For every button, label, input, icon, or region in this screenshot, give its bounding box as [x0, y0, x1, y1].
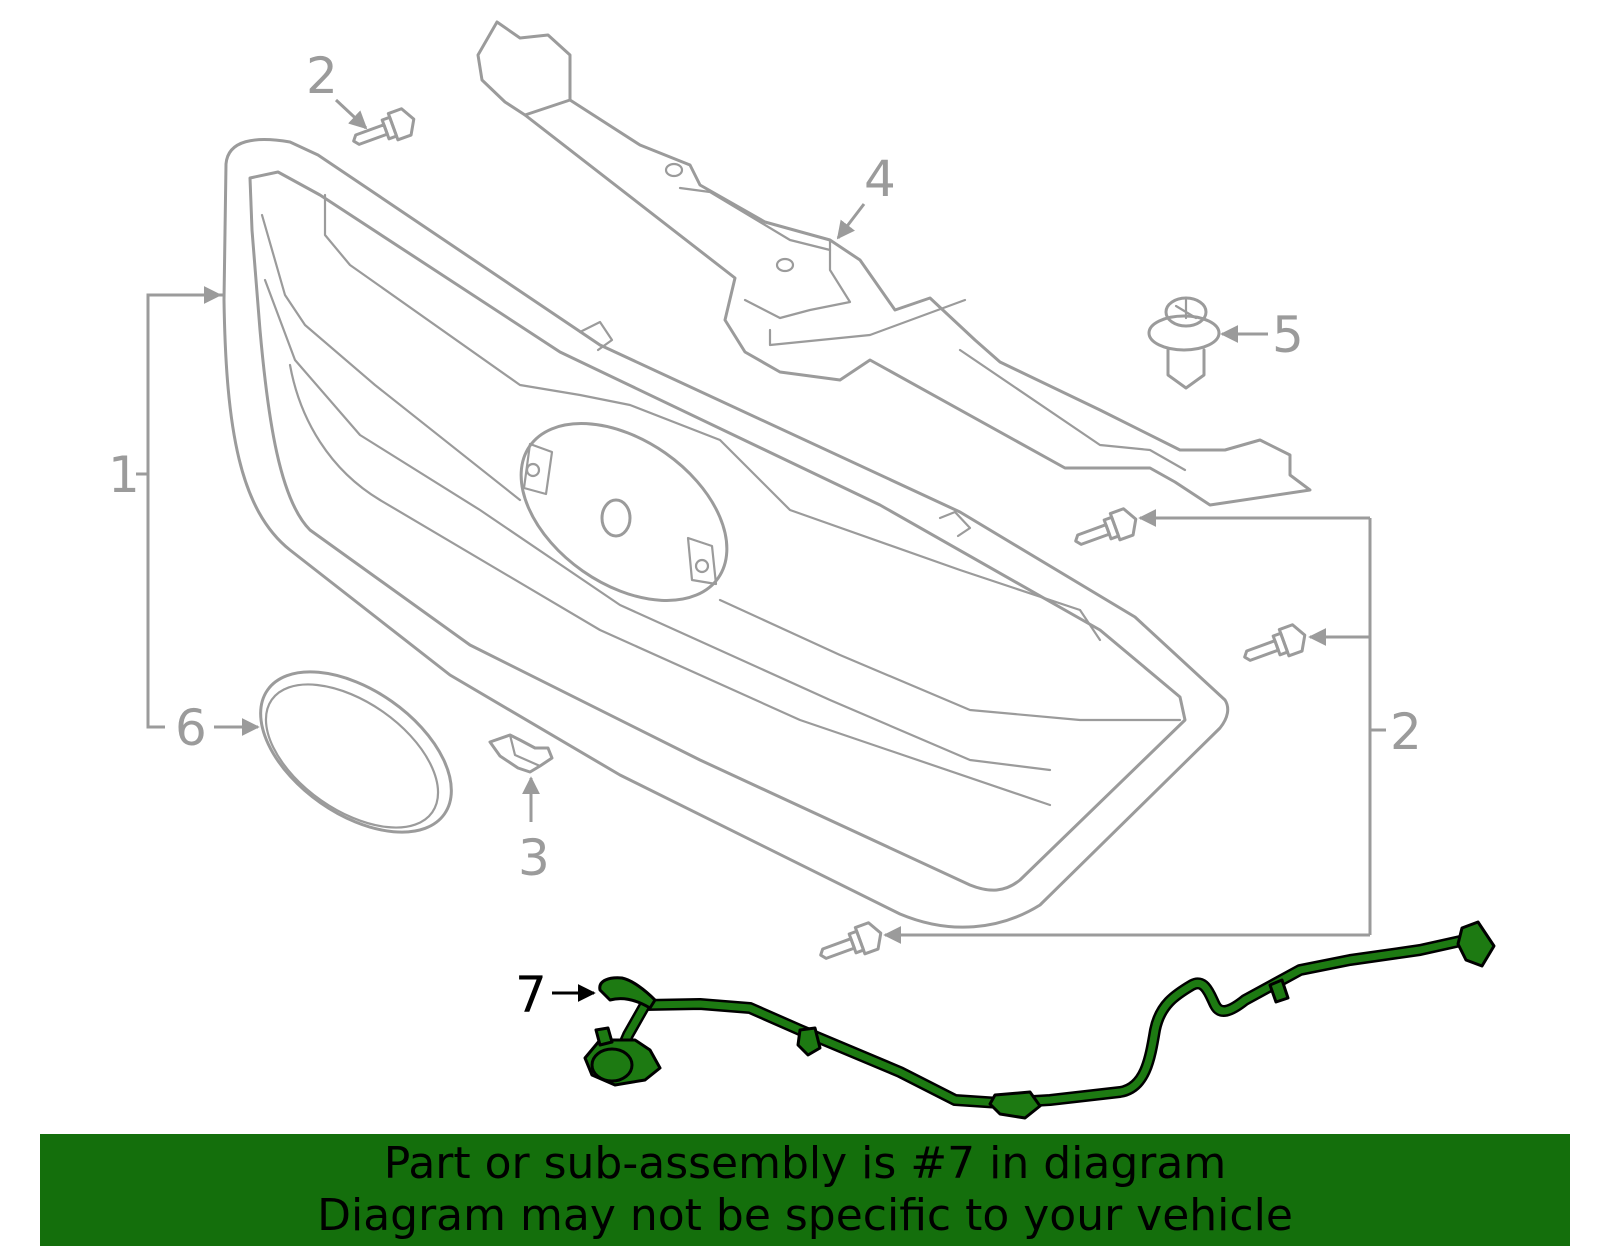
- callout-5: 5: [1272, 306, 1304, 364]
- bolt-bottom: [819, 921, 883, 960]
- bracket-part-4: [476, 20, 1312, 507]
- wiring-harness-part-7: [583, 920, 1496, 1120]
- leader-lines: [136, 98, 1386, 1002]
- callout-3: 3: [518, 829, 550, 887]
- cover-part-6: [259, 670, 453, 834]
- callout-2-right: 2: [1390, 703, 1422, 761]
- callout-1: 1: [108, 446, 140, 504]
- bolt-top: [352, 107, 416, 146]
- grille-part-1: [222, 138, 1230, 929]
- callout-4: 4: [864, 150, 896, 208]
- callout-7: 7: [515, 966, 547, 1024]
- bolt-right-1: [1074, 507, 1138, 546]
- push-clip-part-5: [1147, 296, 1221, 390]
- info-banner: Part or sub-assembly is #7 in diagram Di…: [40, 1134, 1570, 1246]
- banner-line-1: Part or sub-assembly is #7 in diagram: [383, 1138, 1227, 1189]
- clip-part-3: [488, 733, 554, 774]
- callout-6: 6: [175, 699, 207, 757]
- bolt-right-2: [1243, 623, 1307, 662]
- banner-line-2: Diagram may not be specific to your vehi…: [317, 1190, 1293, 1241]
- callout-2-top: 2: [306, 47, 338, 105]
